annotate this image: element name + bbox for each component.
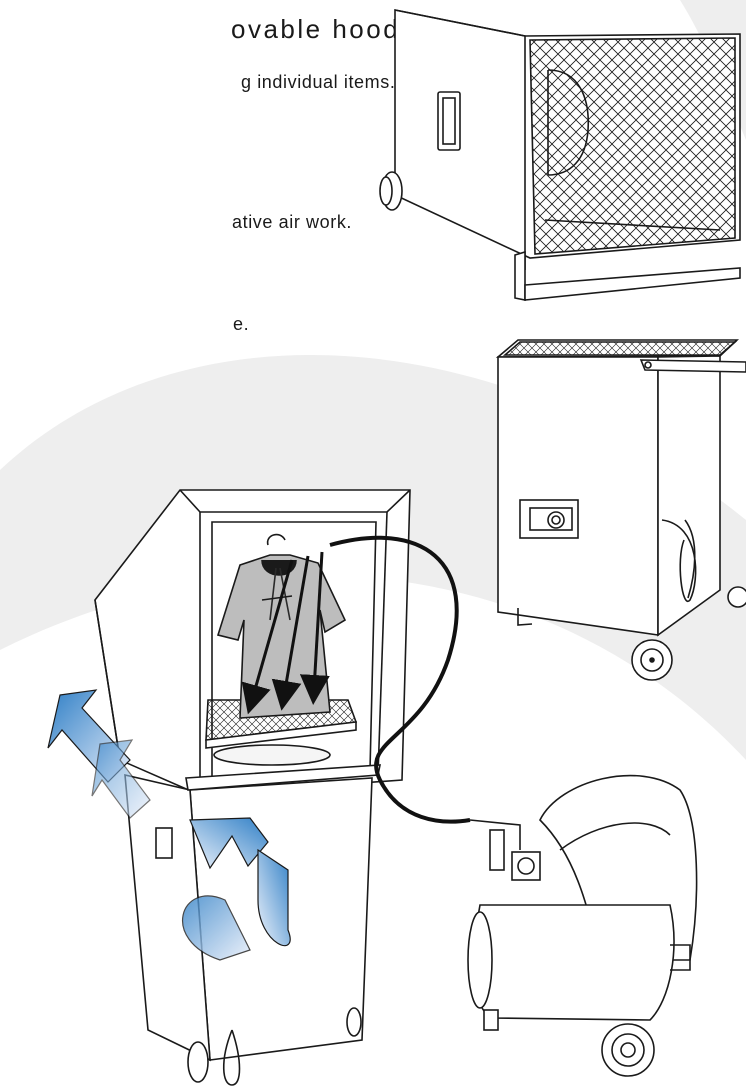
air-scrubber-icon	[380, 10, 740, 300]
air-compressor-icon	[468, 776, 697, 1076]
dehumidifier-icon	[498, 340, 746, 680]
